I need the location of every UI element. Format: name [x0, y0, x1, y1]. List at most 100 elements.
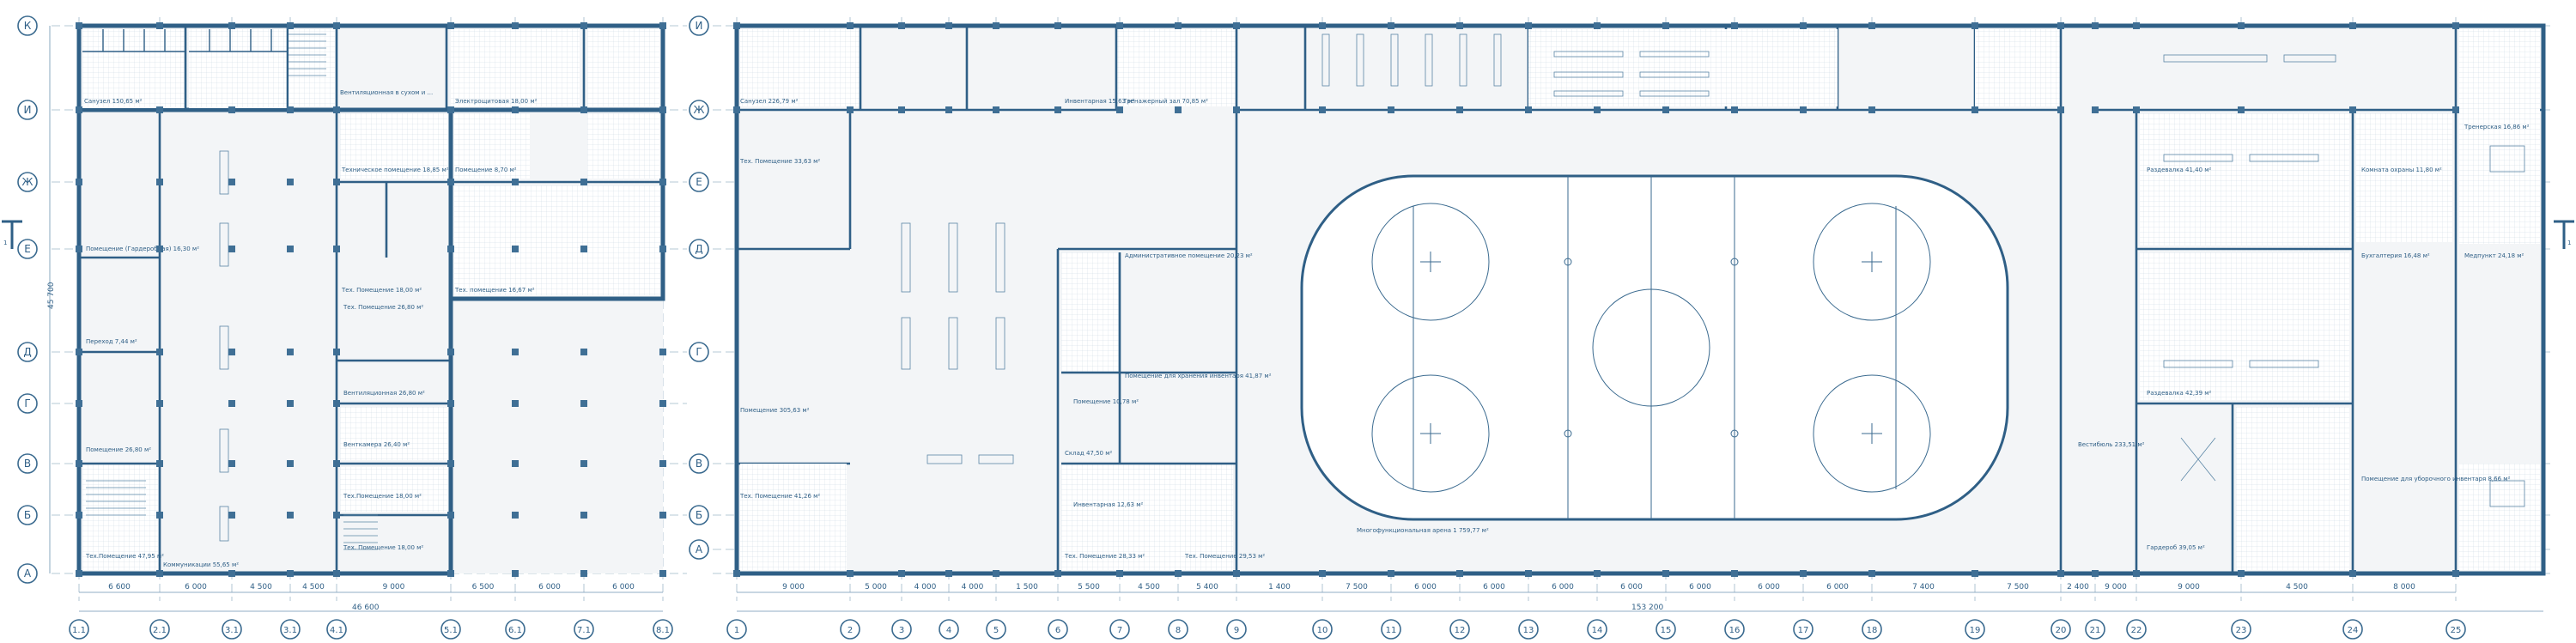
column-axis-label: 22: [2131, 626, 2142, 635]
dimension-value: 4 000: [914, 583, 937, 591]
dimension-value: 5 000: [865, 583, 887, 591]
column-axis-bubble: 8.1: [653, 619, 673, 640]
column-pillar: [580, 349, 587, 355]
column-axis-bubble: 3.1: [222, 619, 242, 640]
column-pillar: [76, 179, 82, 185]
dimension-value: 9 000: [2178, 583, 2200, 591]
column-pillar: [287, 106, 294, 113]
column-pillar: [659, 349, 666, 355]
column-pillar: [659, 246, 666, 252]
column-pillar: [287, 22, 294, 29]
column-pillar: [580, 179, 587, 185]
column-axis-label: 6: [1055, 626, 1060, 635]
room-label: Техническое помещение 18,85 м²: [341, 167, 449, 173]
column-pillar: [76, 460, 82, 467]
column-axis-label: 3.1: [225, 626, 239, 635]
dimension-value: 8 000: [2393, 583, 2415, 591]
column-pillar: [993, 570, 999, 577]
column-pillar: [228, 106, 235, 113]
dimension-value: 6 000: [1414, 583, 1437, 591]
column-axis-bubble: 7: [1109, 619, 1130, 640]
room-label: Вестибюль 233,51 м²: [2078, 441, 2145, 448]
column-pillar: [1800, 22, 1807, 29]
column-pillar: [512, 22, 519, 29]
column-axis-label: 18: [1867, 626, 1878, 635]
column-axis-label: 4.1: [330, 626, 343, 635]
column-pillar: [1456, 22, 1463, 29]
room-label: Санузел 226,79 м²: [740, 98, 799, 105]
column-pillar: [447, 179, 454, 185]
column-pillar: [1971, 106, 1978, 113]
dimension-value: 4 500: [1138, 583, 1160, 591]
dimension-value: 5 500: [1078, 583, 1100, 591]
column-pillar: [2452, 22, 2459, 29]
column-pillar: [1233, 22, 1240, 29]
column-pillar: [1233, 106, 1240, 113]
dimension-value: 4 500: [302, 583, 325, 591]
left-vertical-dimension: 45 700: [47, 26, 56, 573]
dimension-value: 6 600: [108, 583, 131, 591]
column-pillar: [156, 460, 163, 467]
column-pillar: [1388, 22, 1394, 29]
room-label: Склад 47,50 м²: [1065, 450, 1112, 457]
column-pillar: [2349, 570, 2356, 577]
column-axis-label: 23: [2236, 626, 2247, 635]
column-pillar: [847, 22, 854, 29]
column-axis-label: 21: [2090, 626, 2101, 635]
column-axis-label: 6.1: [508, 626, 522, 635]
column-axis-label: 2.1: [153, 626, 167, 635]
row-axis-label: А: [24, 567, 32, 579]
row-axis-bubble: И: [689, 15, 709, 36]
column-pillar: [1525, 22, 1532, 29]
column-pillar: [76, 512, 82, 519]
row-axis-label: Б: [24, 509, 31, 521]
column-pillar: [2092, 22, 2099, 29]
column-axis-label: 3.1: [283, 626, 297, 635]
column-pillar: [733, 570, 740, 577]
row-axis-label: Б: [696, 509, 702, 521]
column-axis-label: 11: [1386, 626, 1397, 635]
column-pillar: [447, 400, 454, 407]
column-pillar: [2057, 570, 2064, 577]
column-pillar: [2238, 106, 2245, 113]
row-axis-label: Г: [24, 397, 30, 409]
column-pillar: [512, 570, 519, 577]
dimension-value: 4 500: [250, 583, 272, 591]
column-pillar: [512, 512, 519, 519]
column-pillar: [2349, 22, 2356, 29]
column-pillar: [1054, 106, 1061, 113]
row-axis-label: Д: [695, 243, 702, 255]
column-pillar: [1175, 106, 1182, 113]
column-axis-bubble: 1.1: [69, 619, 89, 640]
column-axis-bubble: 8: [1168, 619, 1188, 640]
room-label: Тех.Помещение 47,95 м²: [85, 553, 164, 560]
room-label: Тех. помещение 16,67 м²: [454, 287, 535, 294]
left-vertical-total: 45 700: [47, 282, 56, 309]
room-label: Раздевалка 41,40 м²: [2147, 167, 2212, 173]
room-label: Электрощитовая 18,00 м²: [455, 98, 538, 105]
column-pillar: [156, 570, 163, 577]
section-mark-right-label: 1: [2567, 240, 2571, 246]
column-pillar: [1662, 22, 1669, 29]
column-pillar: [287, 349, 294, 355]
room-label: Тренажерный зал 70,85 м²: [1122, 98, 1208, 105]
column-axis-bubble: 2.1: [149, 619, 170, 640]
column-pillar: [1116, 570, 1123, 577]
column-pillar: [2133, 22, 2140, 29]
dimension-value: 1 400: [1268, 583, 1291, 591]
column-pillar: [333, 22, 340, 29]
dimension-value: 6 000: [538, 583, 561, 591]
west-total: 46 600: [352, 604, 380, 612]
column-pillar: [1868, 106, 1875, 113]
column-pillar: [2452, 570, 2459, 577]
column-pillar: [1319, 570, 1326, 577]
room-label: Помещение 26,80 м²: [86, 446, 151, 453]
column-pillar: [76, 400, 82, 407]
column-pillar: [580, 570, 587, 577]
row-axis-bubble: Д: [17, 342, 38, 362]
row-axis-label: И: [24, 104, 32, 116]
